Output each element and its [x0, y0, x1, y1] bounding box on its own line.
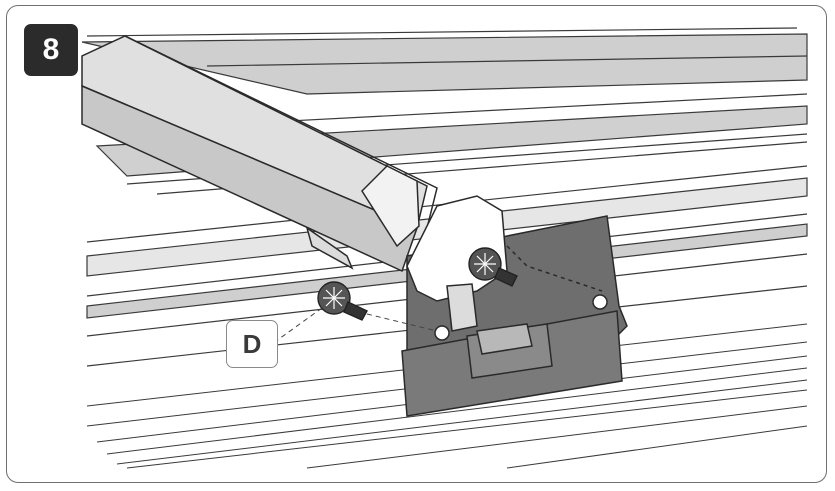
illustration-frame: 8 D: [6, 5, 827, 483]
guide-lines: [271, 307, 438, 345]
callout-label-d: D: [226, 320, 278, 368]
assembly-illustration: [81, 27, 808, 469]
step-number-badge: 8: [24, 24, 78, 76]
crossbar: [81, 35, 438, 273]
phillips-screw-icon: [468, 247, 518, 287]
phillips-screw-icon: [317, 281, 368, 321]
